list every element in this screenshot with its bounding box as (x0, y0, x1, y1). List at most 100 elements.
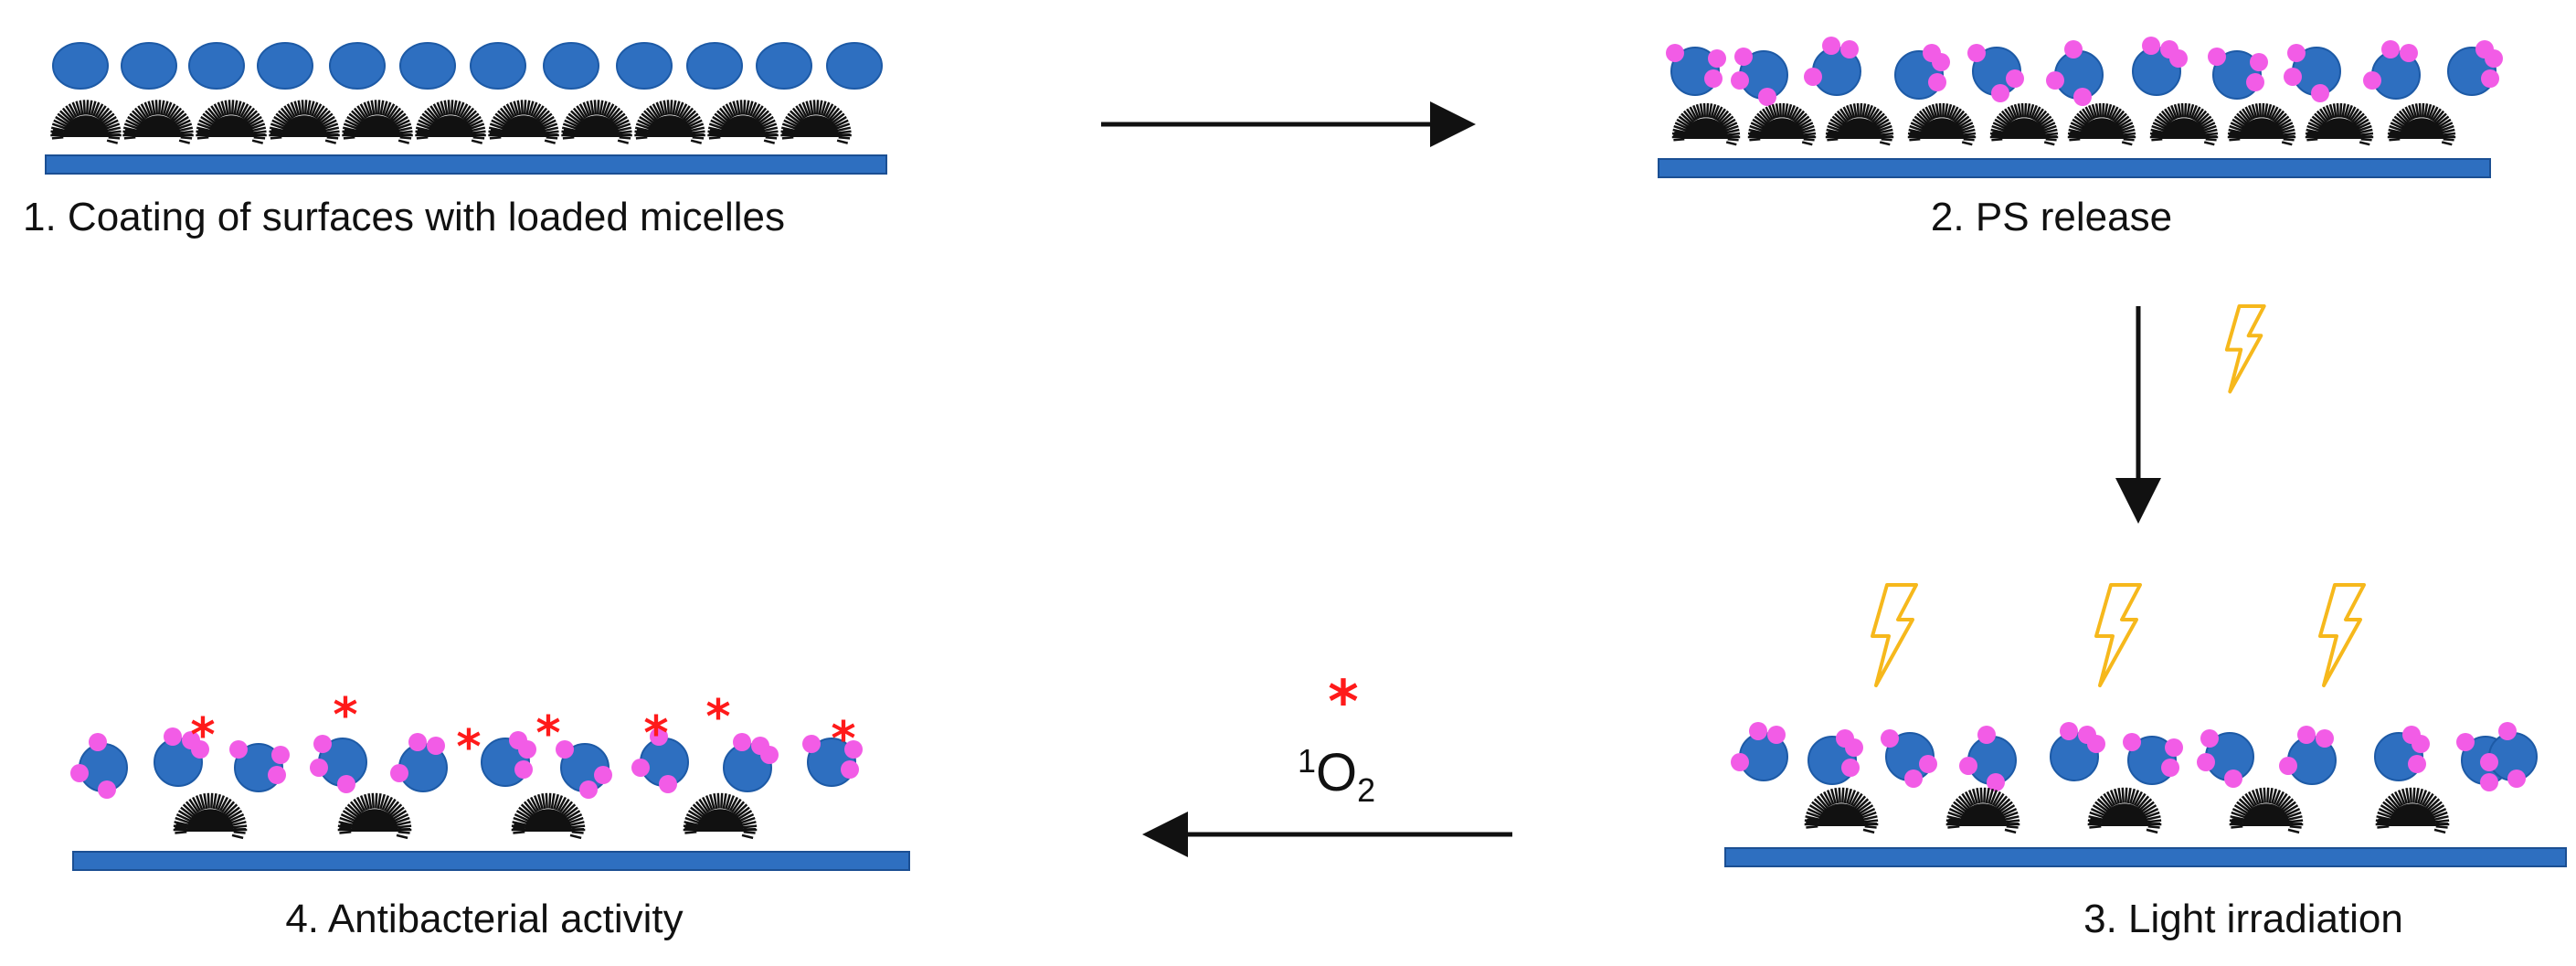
photosensitizer-dot (2284, 68, 2302, 86)
photosensitizer-dot (631, 759, 650, 777)
bacterium-cell (1671, 102, 1741, 146)
photosensitizer-dot (2400, 44, 2418, 62)
photosensitizer-dot (556, 740, 574, 759)
bacterium-cell (337, 792, 412, 840)
micelle-with-photosensitizer (2046, 40, 2104, 106)
micelle (188, 42, 245, 90)
micelle-with-photosensitizer (2284, 44, 2341, 102)
photosensitizer-dot (2475, 40, 2494, 58)
micelle-with-photosensitizer (1804, 37, 1861, 96)
photosensitizer-dot (164, 727, 182, 746)
bacterium-cell (2087, 787, 2162, 834)
bacterium-cell (269, 100, 340, 144)
micelle-with-photosensitizer (154, 727, 209, 787)
micelle (399, 42, 456, 90)
bacterium-cell (1907, 102, 1977, 146)
bacterium-cell (1825, 102, 1894, 146)
photosensitizer-dot (1841, 759, 1860, 777)
photosensitizer-dot (2381, 40, 2400, 58)
photosensitizer-dot (733, 733, 751, 751)
panel-step-3 (1724, 304, 2567, 867)
micelle-with-photosensitizer (1967, 44, 2024, 102)
panel-step-2 (1658, 37, 2503, 178)
bacterium-cell (2227, 102, 2296, 146)
step3-label: 3. Light irradiation (2083, 897, 2403, 941)
photosensitizer-dot (313, 735, 332, 753)
bacterium-cell (342, 100, 413, 144)
photosensitizer-dot (2246, 73, 2264, 91)
photosensitizer-dot (1708, 49, 1726, 68)
photosensitizer-dot (1904, 770, 1923, 788)
surface-substrate (1724, 847, 2567, 867)
micelle (543, 42, 599, 90)
micelle (756, 42, 812, 90)
micelle-with-photosensitizer (1731, 48, 1788, 106)
singlet-oxygen-asterisk-icon: * (190, 708, 215, 763)
photosensitizer-dot (2408, 755, 2426, 773)
bacterium-cell (511, 792, 586, 840)
bacterium-cell (415, 100, 486, 144)
bacterium-cell (2067, 102, 2136, 146)
photosensitizer-dot (2498, 722, 2517, 740)
micelle-with-photosensitizer (2197, 729, 2254, 788)
micelle-with-photosensitizer (556, 740, 612, 799)
micelle-with-photosensitizer (70, 733, 128, 799)
photosensitizer-dot (2046, 71, 2064, 90)
bacterium-cell (634, 100, 705, 144)
bacterium-cell (2229, 787, 2304, 834)
step2-label: 2. PS release (1931, 195, 2172, 239)
photosensitizer-dot (509, 731, 527, 749)
photosensitizer-dot (2316, 729, 2334, 748)
bacterium-cell (2387, 102, 2456, 146)
micelle-with-photosensitizer (631, 727, 689, 793)
singlet-oxygen-asterisk-icon: * (705, 690, 730, 745)
micelle-with-photosensitizer (2279, 726, 2337, 785)
micelle-with-photosensitizer (1959, 726, 2017, 791)
bacterium-cell (50, 100, 122, 144)
micelle-with-photosensitizer (1666, 44, 1726, 96)
photosensitizer-dot (1967, 44, 1986, 62)
micelle-with-photosensitizer (1894, 44, 1950, 100)
photosensitizer-dot (1836, 729, 1854, 748)
bacterium-cell (2305, 102, 2374, 146)
micelle-with-photosensitizer (1881, 729, 1937, 788)
photosensitizer-dot (70, 764, 89, 782)
photosensitizer-dot (1840, 40, 1859, 58)
photosensitizer-dot (2456, 733, 2475, 751)
micelle-with-photosensitizer (1807, 729, 1863, 785)
photosensitizer-dot (2311, 84, 2329, 102)
bacterium-cell (488, 100, 559, 144)
photosensitizer-dot (2208, 48, 2226, 66)
photosensitizer-dot (408, 733, 427, 751)
photosensitizer-dot (2073, 88, 2092, 106)
photosensitizer-dot (1991, 84, 2009, 102)
bacterium-cell (1747, 102, 1817, 146)
photosensitizer-dot (2297, 726, 2316, 744)
singlet-oxygen-asterisk-icon: * (643, 706, 668, 761)
bacterium-cell (1945, 787, 2020, 834)
surface-substrate (1658, 158, 2491, 178)
photosensitizer-dot (2123, 733, 2141, 751)
singlet-oxygen-asterisk-icon: * (1328, 669, 1358, 737)
micelle (257, 42, 313, 90)
photosensitizer-dot (2078, 726, 2096, 744)
photosensitizer-dot (1666, 44, 1684, 62)
step1-label: 1. Coating of surfaces with loaded micel… (23, 195, 785, 239)
micelle (329, 42, 386, 90)
bacterium-cell (561, 100, 632, 144)
photosensitizer-dot (2363, 71, 2381, 90)
bacterium-cell (173, 792, 248, 840)
photosensitizer-dot (751, 737, 769, 755)
bacterium-cell (683, 792, 758, 840)
photosensitizer-dot (182, 731, 200, 749)
photosensitizer-dot (2197, 753, 2215, 771)
photosensitizer-dot (2060, 722, 2078, 740)
photosensitizer-dot (2161, 759, 2179, 777)
photosensitizer-dot (841, 760, 859, 779)
photosensitizer-dot (1749, 722, 1767, 740)
bacterium-cell (196, 100, 267, 144)
photosensitizer-dot (2287, 44, 2306, 62)
photosensitizer-dot (89, 733, 107, 751)
photosensitizer-dot (659, 775, 677, 793)
photosensitizer-dot (2250, 53, 2268, 71)
